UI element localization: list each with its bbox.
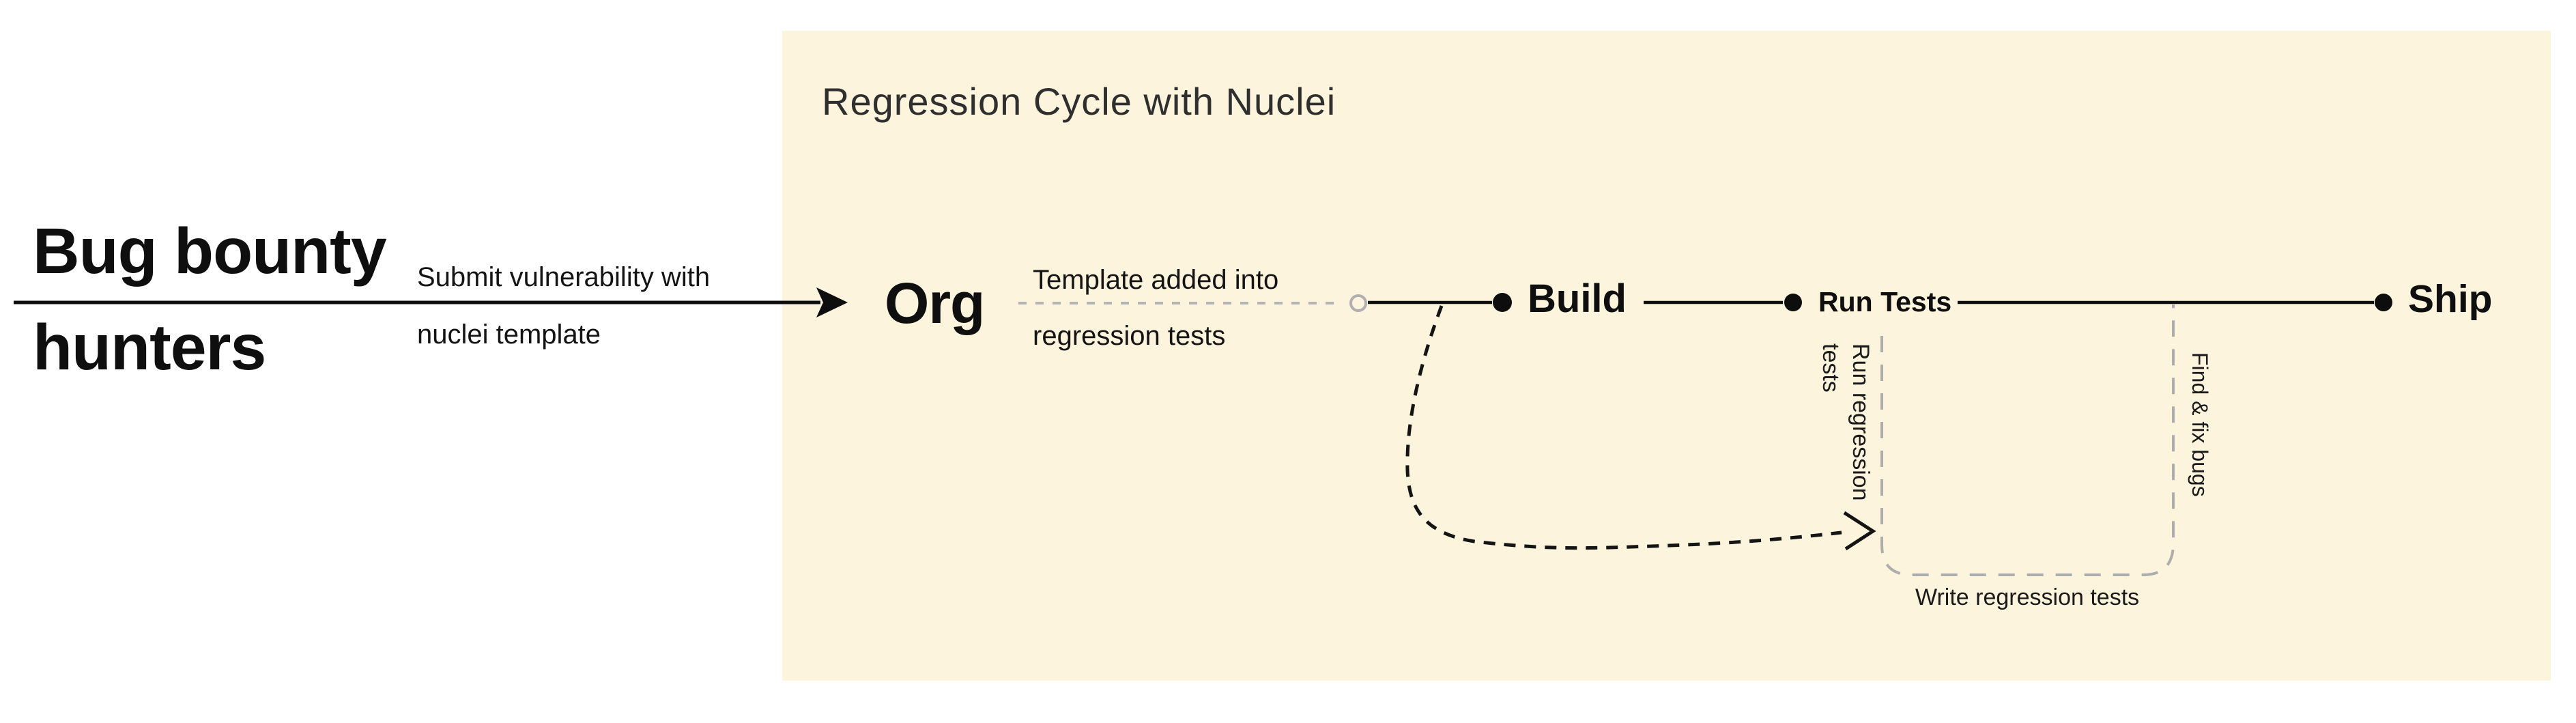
build-node-dot [1493, 293, 1512, 312]
submit-arrowhead-icon [816, 287, 848, 317]
run-regression-vertical-label: Run regression tests [1817, 343, 1874, 501]
template-edge-label-line1: Template added into [1033, 265, 1279, 295]
find-fix-vertical-label: Find & fix bugs [2188, 352, 2212, 497]
node-ship: Ship [2408, 277, 2493, 321]
feedback-dashed-curve [1405, 305, 1842, 550]
run-tests-node-dot [1784, 294, 1802, 311]
submit-arrow-label-line2: nuclei template [417, 320, 601, 350]
template-edge-label-line2: regression tests [1033, 321, 1226, 351]
node-build: Build [1528, 277, 1627, 321]
submit-arrow-label-line1: Submit vulnerability with [417, 262, 711, 292]
write-regression-label: Write regression tests [1915, 584, 2140, 610]
panel-title: Regression Cycle with Nuclei [822, 80, 1336, 123]
ship-node-dot [2375, 294, 2392, 311]
connector-circle-icon [1349, 294, 1367, 312]
feedback-arrowhead-icon [1843, 511, 1876, 551]
regression-loop-bracket [1880, 304, 2175, 576]
regression-cycle-panel [782, 31, 2551, 681]
node-org: Org [885, 271, 985, 335]
actor-label-line1: Bug bounty [33, 215, 387, 287]
node-run-tests: Run Tests [1818, 286, 1952, 317]
actor-label-line2: hunters [33, 311, 266, 384]
